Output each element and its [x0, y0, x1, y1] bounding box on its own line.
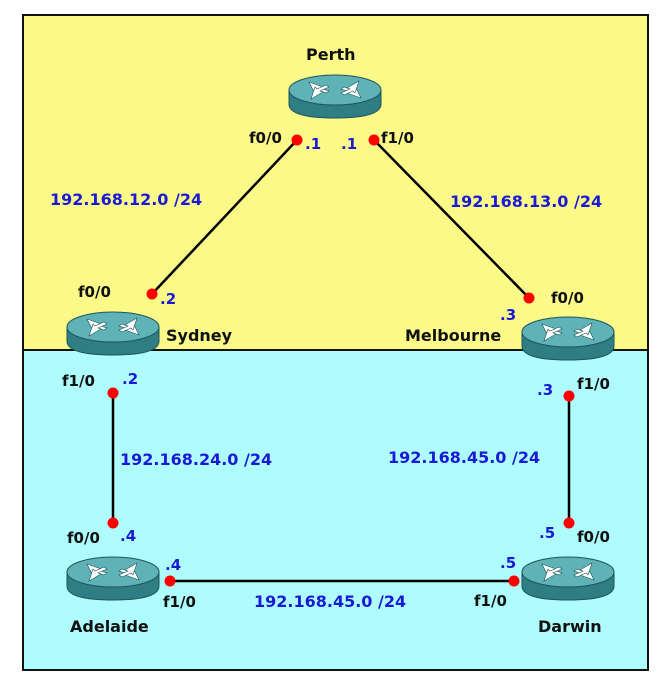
network-label-sydney-adelaide: 192.168.24.0 /24 [120, 450, 272, 469]
router-adelaide[interactable] [66, 556, 160, 601]
lower-area [22, 349, 649, 671]
address-adelaide-f10: .4 [165, 556, 181, 574]
router-label-adelaide: Adelaide [70, 617, 149, 636]
router-icon [66, 311, 160, 356]
address-adelaide-f00: .4 [120, 527, 136, 545]
interface-label-sydney-f00: f0/0 [78, 283, 111, 301]
link-perth-sydney [151, 139, 298, 295]
address-perth-f00: .1 [305, 135, 321, 153]
interface-label-darwin-f00: f0/0 [577, 528, 610, 546]
port-dot [563, 390, 575, 402]
router-label-darwin: Darwin [538, 617, 602, 636]
router-icon [521, 556, 615, 601]
router-label-sydney: Sydney [166, 326, 233, 345]
interface-label-adelaide-f00: f0/0 [67, 529, 100, 547]
interface-label-sydney-f10: f1/0 [62, 372, 95, 390]
interface-label-perth-f00: f0/0 [249, 129, 282, 147]
network-label-adelaide-darwin: 192.168.45.0 /24 [254, 592, 406, 611]
port-dot [368, 134, 380, 146]
router-perth[interactable] [288, 74, 382, 119]
network-label-perth-melbourne: 192.168.13.0 /24 [450, 192, 602, 211]
address-melbourne-f10: .3 [537, 381, 553, 399]
port-dot [508, 575, 520, 587]
router-label-perth: Perth [306, 45, 356, 64]
address-darwin-f10: .5 [500, 554, 516, 572]
router-melbourne[interactable] [521, 316, 615, 361]
router-icon [288, 74, 382, 119]
address-sydney-f10: .2 [122, 370, 138, 388]
port-dot [107, 387, 119, 399]
address-sydney-f00: .2 [160, 290, 176, 308]
interface-label-melbourne-f10: f1/0 [577, 375, 610, 393]
network-label-melbourne-darwin: 192.168.45.0 /24 [388, 448, 540, 467]
port-dot [107, 517, 119, 529]
port-dot [291, 134, 303, 146]
address-melbourne-f00: .3 [500, 306, 516, 324]
link-perth-melbourne [373, 139, 530, 299]
interface-label-darwin-f10: f1/0 [474, 592, 507, 610]
port-dot [523, 292, 535, 304]
router-icon [66, 556, 160, 601]
upper-area [22, 14, 649, 351]
interface-label-melbourne-f00: f0/0 [551, 289, 584, 307]
router-darwin[interactable] [521, 556, 615, 601]
router-sydney[interactable] [66, 311, 160, 356]
router-icon [521, 316, 615, 361]
port-dot [164, 575, 176, 587]
network-label-perth-sydney: 192.168.12.0 /24 [50, 190, 202, 209]
router-label-melbourne: Melbourne [405, 326, 501, 345]
port-dot [146, 288, 158, 300]
interface-label-adelaide-f10: f1/0 [163, 593, 196, 611]
address-darwin-f00: .5 [539, 524, 555, 542]
port-dot [563, 517, 575, 529]
address-perth-f10: .1 [341, 135, 357, 153]
interface-label-perth-f10: f1/0 [381, 129, 414, 147]
